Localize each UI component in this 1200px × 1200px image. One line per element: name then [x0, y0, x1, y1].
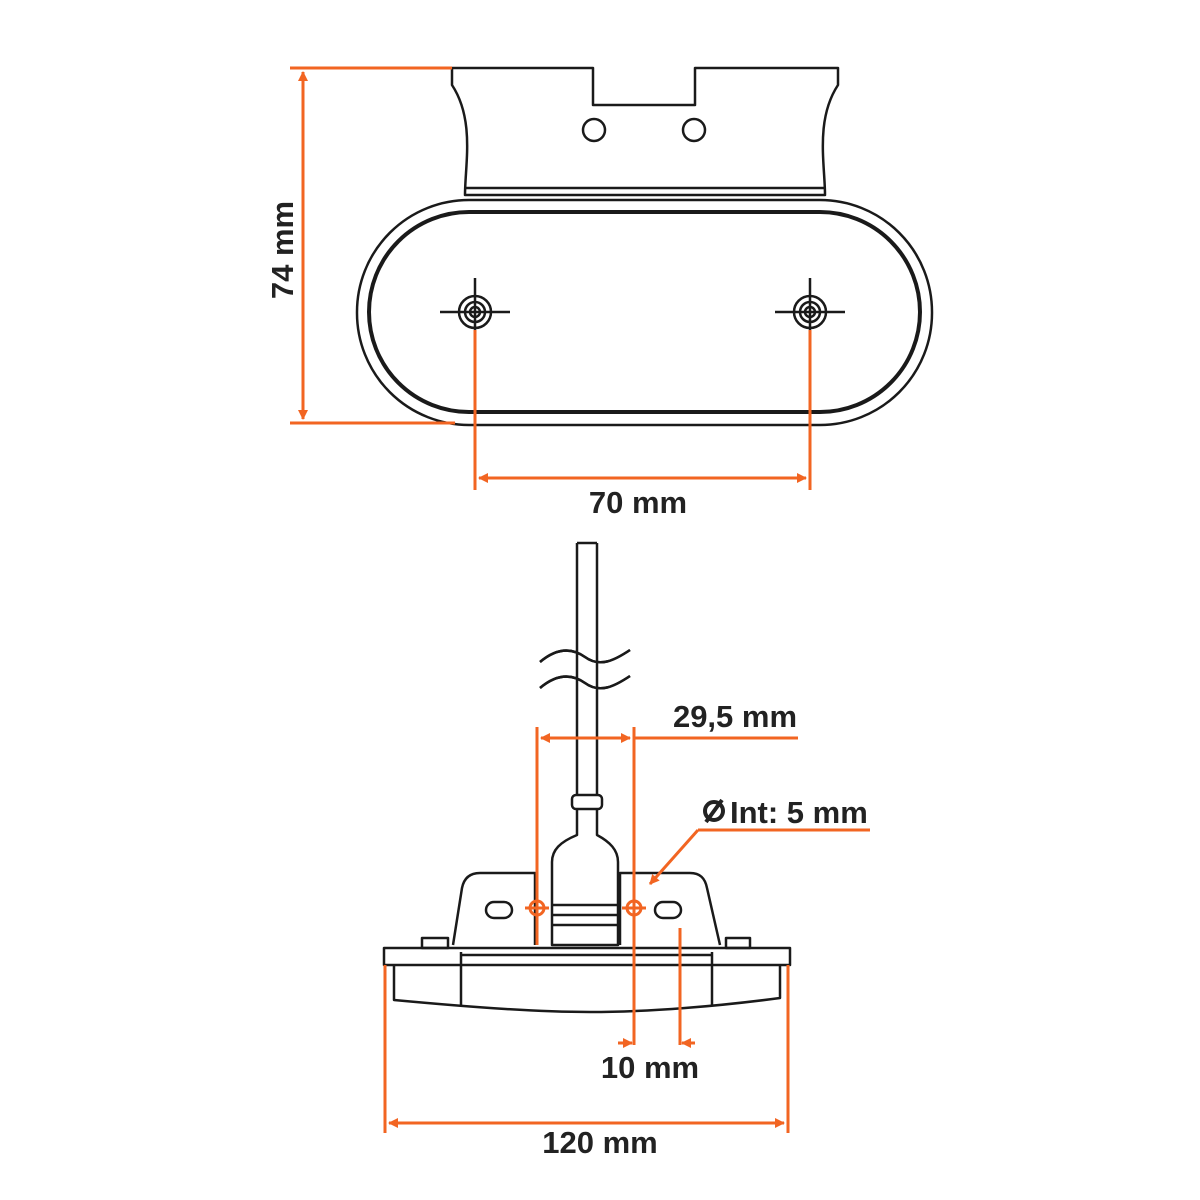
bracket-hole-left — [581, 117, 607, 143]
hole-spacing-label: 70 mm — [589, 485, 687, 520]
cable — [539, 541, 631, 795]
tab-right — [724, 936, 752, 950]
lamp-outer-housing — [355, 198, 934, 427]
bracket-hole-spacing-dimension: 29,5 mm — [525, 699, 798, 1045]
lamp-base-flange — [382, 946, 792, 967]
height-label: 74 mm — [265, 201, 300, 299]
hole-spacing-dimension: 70 mm — [473, 330, 812, 520]
bracket-hole-right — [681, 117, 707, 143]
top-view: 74 mm 70 mm — [265, 66, 934, 520]
side-view: 29,5 mm Int: 5 mm 10 mm 120 mm — [382, 541, 870, 1160]
bracket-hole-spacing-label: 29,5 mm — [673, 699, 797, 734]
slot-left — [484, 900, 514, 920]
slot-offset-label: 10 mm — [601, 1050, 699, 1085]
total-width-label: 120 mm — [542, 1125, 657, 1160]
total-width-dimension: 120 mm — [383, 965, 790, 1160]
mount-hole-left — [440, 278, 510, 345]
tab-left — [420, 936, 450, 950]
hole-diameter-label: Int: 5 mm — [730, 795, 868, 830]
lamp-lens — [367, 210, 922, 414]
mounting-bracket — [450, 66, 840, 197]
lamp-lens-body — [392, 965, 782, 1014]
slot-right — [653, 900, 683, 920]
slot-offset-dimension: 10 mm — [601, 928, 699, 1085]
diameter-icon — [703, 798, 725, 824]
height-dimension: 74 mm — [265, 66, 455, 425]
cable-connector — [550, 793, 620, 947]
hole-diameter-callout: Int: 5 mm — [648, 795, 870, 885]
bracket-right — [618, 871, 722, 946]
bracket-left — [451, 871, 537, 946]
